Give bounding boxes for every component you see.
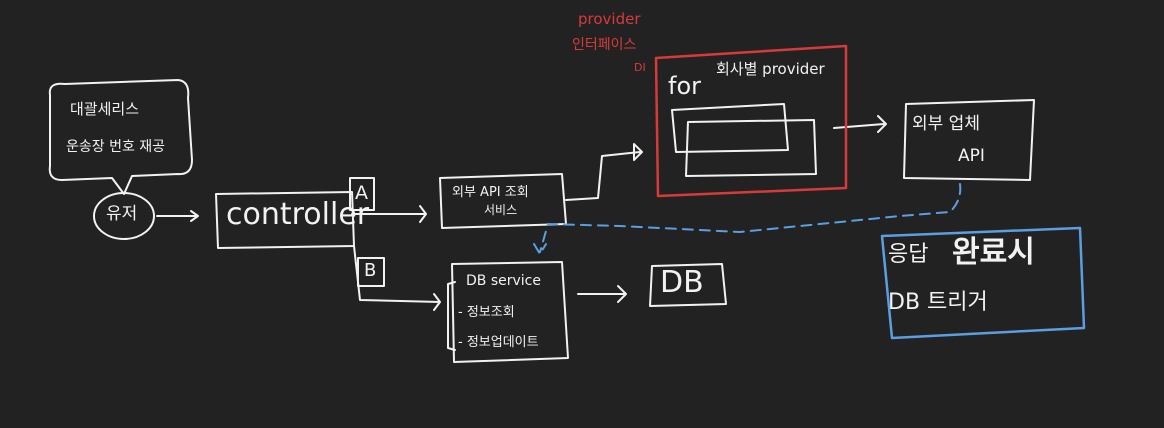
- db-service-item-1: - 정보조회: [458, 305, 515, 320]
- response-line-1: 응답: [888, 242, 929, 267]
- external-api-line-1: 외부 업체: [912, 114, 980, 134]
- note-line-1: 대괄세리스: [70, 100, 140, 118]
- external-service-box: [439, 173, 567, 229]
- provider-for-label: for: [668, 72, 701, 100]
- provider-note-line-2: 인터페이스: [572, 37, 637, 53]
- db-label: DB: [660, 265, 704, 300]
- dashed-return-path: [533, 183, 962, 256]
- controller-label: controller: [226, 197, 370, 232]
- user-label: 유저: [106, 204, 138, 224]
- external-api-line-2: API: [958, 146, 985, 166]
- arrow-provider-external-api: [833, 115, 887, 133]
- external-api-box: [903, 99, 1035, 181]
- provider-title: 회사별 provider: [716, 60, 825, 78]
- note-bubble-shape: [48, 79, 193, 195]
- provider-note-line-1: provider: [578, 10, 641, 28]
- arrow-external-service-provider: [565, 143, 643, 201]
- user-circle: [93, 192, 155, 240]
- arrow-controller-db-service: [353, 245, 441, 311]
- db-service-item-2: - 정보업데이트: [458, 335, 539, 350]
- db-service-box: [451, 261, 569, 363]
- external-service-line-2: 서비스: [484, 203, 518, 217]
- response-emphasis: 완료시: [952, 235, 1035, 270]
- response-line-2: DB 트리거: [888, 290, 988, 315]
- response-box-border: [880, 226, 1086, 340]
- provider-box-border: [654, 44, 848, 198]
- db-service-bracket: [447, 281, 456, 351]
- provider-inner-box-1: [671, 103, 789, 153]
- db-box: [649, 263, 727, 307]
- branch-b-label: B: [364, 260, 377, 281]
- arrow-controller-external-service: [351, 205, 427, 223]
- provider-inner-box-2: [685, 119, 817, 177]
- db-service-title: DB service: [466, 273, 541, 289]
- branch-b-box: [357, 257, 385, 287]
- external-service-line-1: 외부 API 조회: [452, 185, 529, 200]
- branch-a-label: A: [355, 182, 368, 204]
- arrow-db-service-db: [577, 285, 627, 303]
- branch-a-box: [349, 177, 375, 211]
- note-line-2: 운송장 번호 재공: [66, 139, 166, 155]
- arrow-user-controller: [156, 210, 199, 222]
- provider-note-line-3: DI: [634, 61, 646, 74]
